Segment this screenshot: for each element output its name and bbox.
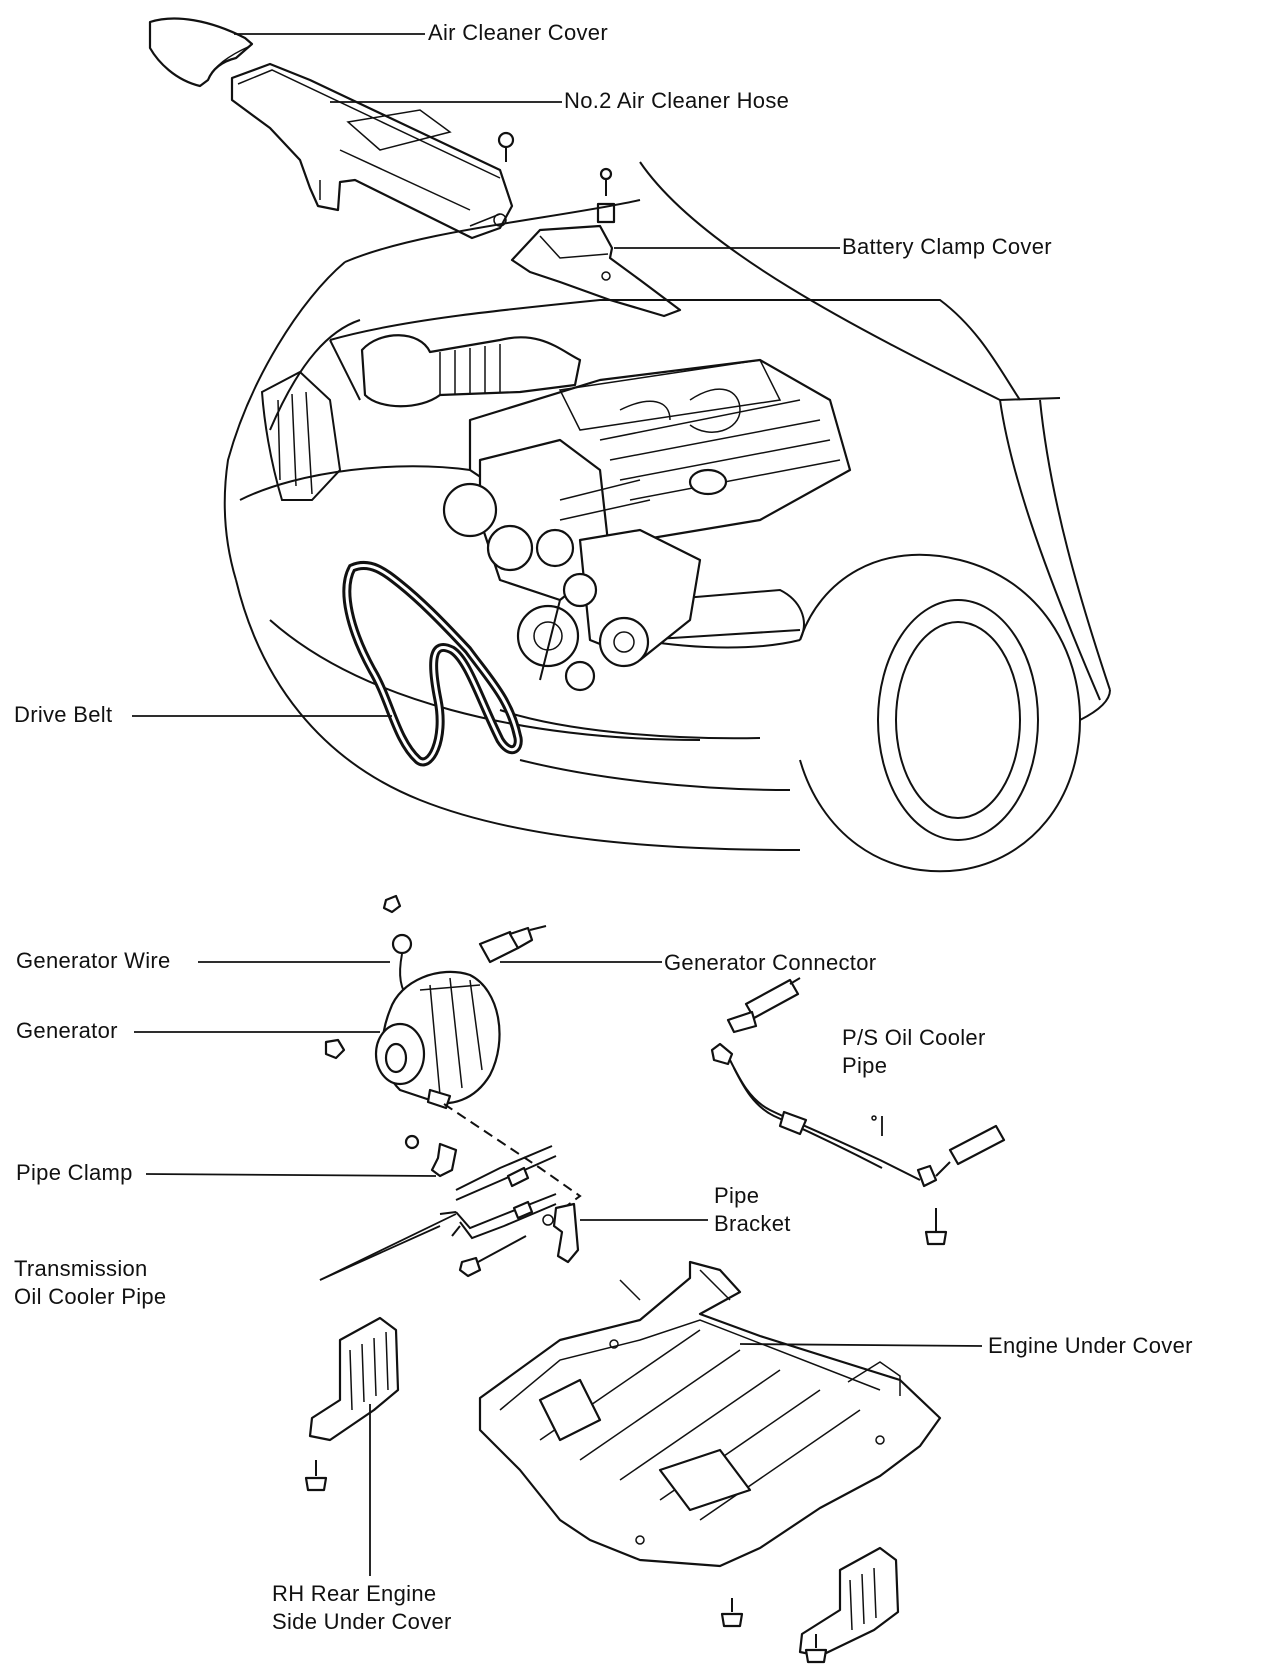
bolt-icon [497,131,515,162]
engine-assembly [360,334,852,692]
air-cleaner-hose-part [230,62,514,240]
bolt-icon [596,167,616,224]
side-under-cover-part [798,1546,900,1658]
label-ps-oil-cooler-pipe-line1: P/S Oil Cooler [842,1025,986,1050]
battery-clamp-cover-part [510,224,682,318]
drive-belt-part [342,560,523,767]
label-air-cleaner-hose: No.2 Air Cleaner Hose [564,88,790,113]
label-generator: Generator [16,1018,118,1043]
engine-under-cover-part [478,1260,942,1568]
vehicle-front-body [223,161,1111,873]
nut-icon [382,894,402,914]
label-pipe-bracket-line2: Bracket [714,1211,791,1236]
label-pipe-clamp: Pipe Clamp [16,1160,133,1185]
label-battery-clamp-cover: Battery Clamp Cover [842,234,1052,259]
generator-connector-part [478,925,547,964]
generator-part [374,970,501,1110]
label-drive-belt: Drive Belt [14,702,113,727]
label-air-cleaner-cover: Air Cleaner Cover [428,20,608,45]
label-generator-connector: Generator Connector [664,950,877,975]
pipe-bracket-part [542,1202,580,1264]
bolt-icon [458,1235,527,1278]
label-rh-rear-engine-side-cover-line1: RH Rear Engine [272,1581,437,1606]
bolt-icon [804,1634,828,1664]
label-engine-under-cover: Engine Under Cover [988,1333,1193,1358]
ps-oil-cooler-pipe-part [710,977,1006,1188]
label-generator-wire: Generator Wire [16,948,171,973]
bolt-icon [304,1460,328,1492]
leader-lines [132,33,983,1576]
nut-icon [324,1038,346,1060]
bolt-icon [924,1208,948,1246]
label-rh-rear-engine-side-cover-line2: Side Under Cover [272,1609,452,1634]
label-transmission-oil-cooler-pipe-line2: Oil Cooler Pipe [14,1284,167,1309]
pipe-clamp-part [404,1134,458,1178]
label-pipe-bracket-line1: Pipe [714,1183,760,1208]
label-ps-oil-cooler-pipe-line2: Pipe [842,1053,888,1078]
bolt-icon [720,1598,744,1628]
label-transmission-oil-cooler-pipe-line1: Transmission [14,1256,148,1281]
air-cleaner-cover-part [148,17,254,88]
transmission-oil-cooler-pipe-part [439,1145,557,1240]
rh-rear-side-under-cover-part [308,1316,400,1442]
